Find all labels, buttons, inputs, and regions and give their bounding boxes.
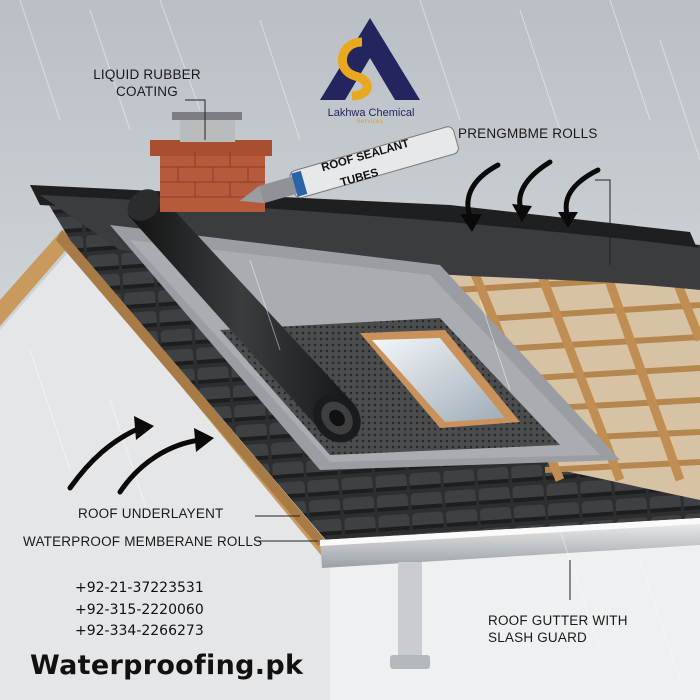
label-liquid-rubber-line2: COATING (116, 84, 178, 99)
arrow-heads (134, 204, 578, 452)
sealant-tube (239, 126, 459, 204)
label-roof-gutter: ROOF GUTTER WITH SLASH GUARD (488, 612, 628, 646)
gable-wall (0, 250, 330, 700)
phone-number: +92-334-2266273 (75, 623, 204, 639)
membrane-roll (127, 189, 361, 443)
skylight-window (360, 330, 520, 428)
roof-gutter (320, 518, 700, 669)
brand-tagline: Services (356, 119, 384, 125)
downpipe (398, 562, 422, 662)
label-roof-gutter-line1: ROOF GUTTER WITH (488, 613, 628, 628)
brick-chimney (150, 112, 272, 212)
label-waterproof-membrane-rolls: WATERPROOF MEMBERANE ROLLS (23, 534, 263, 549)
website-text: Waterproofing.pk (30, 650, 304, 681)
leader-lines (185, 99, 611, 600)
contact-phone-list: +92-21-37223531 +92-315-2220060 +92-334-… (75, 578, 204, 643)
phone-number: +92-21-37223531 (75, 580, 204, 596)
phone-number: +92-315-2220060 (75, 601, 204, 618)
brand-logo-mark (320, 18, 420, 101)
label-liquid-rubber-line1: LIQUID RUBBER (93, 67, 201, 82)
liquid-rubber-band (40, 195, 700, 290)
label-roof-underlayent: ROOF UNDERLAYENT (78, 506, 224, 521)
rain (19, 0, 700, 681)
label-prengmbme-rolls: PRENGMBME ROLLS (458, 126, 598, 141)
gable-fascia (0, 230, 78, 326)
label-liquid-rubber: LIQUID RUBBER COATING (92, 66, 202, 100)
brand-name: Lakhwa Chemical (327, 107, 415, 119)
label-roof-gutter-line2: SLASH GUARD (488, 630, 587, 645)
